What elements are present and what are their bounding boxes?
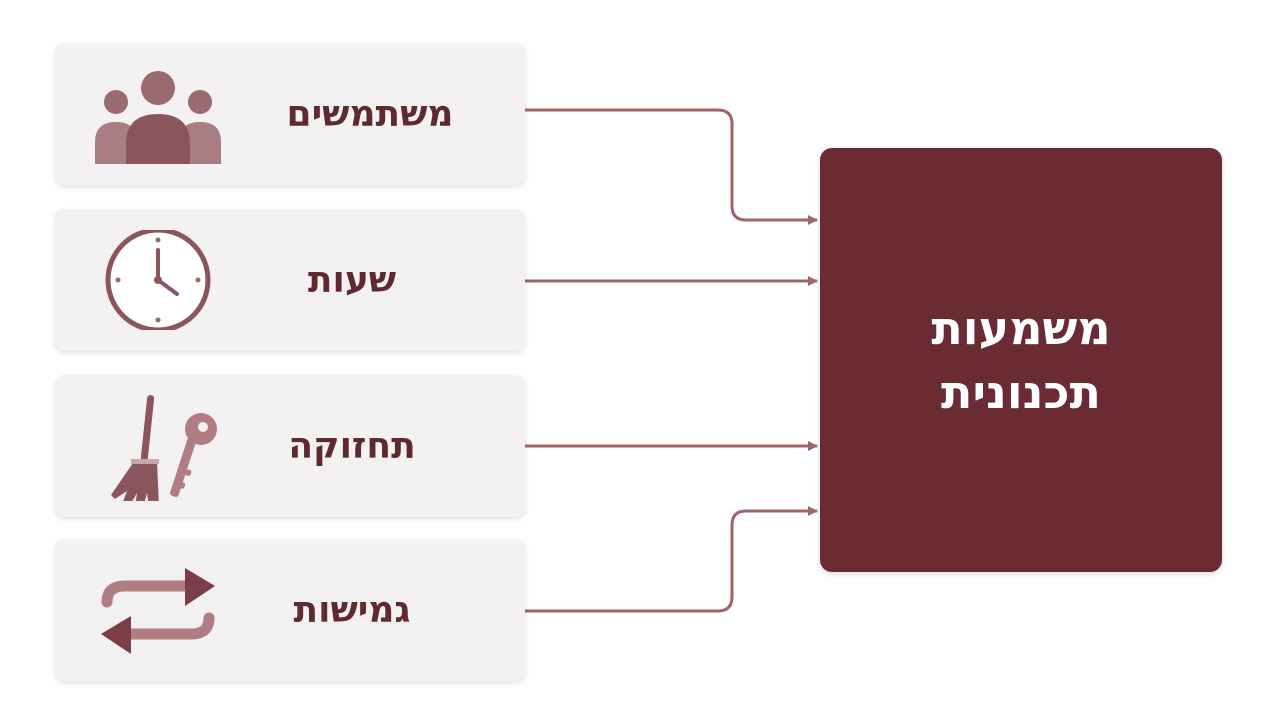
target-box: משמעות תכנונית: [820, 148, 1222, 572]
source-label-hours: שעות: [307, 259, 397, 301]
connector-flexibility: [525, 506, 818, 613]
swap-arrows-icon: [101, 568, 215, 654]
source-card-users: משתמשים: [55, 43, 525, 185]
source-card-flexibility: גמישות: [55, 539, 525, 681]
target-title-line2: תכנונית: [941, 365, 1101, 419]
target-title-line1: משמעות: [931, 301, 1111, 355]
source-label-users: משתמשים: [286, 93, 454, 135]
source-label-flexibility: גמישות: [293, 589, 411, 631]
clock-icon: [105, 230, 211, 330]
source-card-maintenance: תחזוקה: [55, 375, 525, 517]
broom-key-icon: [111, 395, 217, 501]
connector-users: [525, 108, 818, 225]
source-card-hours: שעות: [55, 209, 525, 351]
users-icon: [95, 71, 221, 164]
source-label-maintenance: תחזוקה: [288, 425, 416, 467]
